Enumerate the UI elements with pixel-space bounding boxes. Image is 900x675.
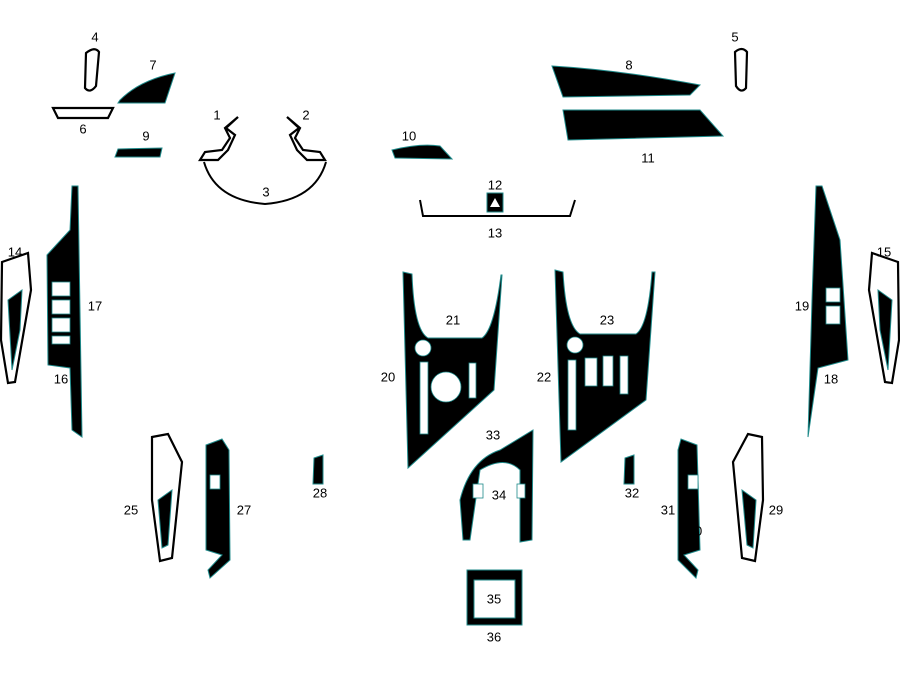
part-30-window: [687, 474, 699, 490]
part-35: [466, 569, 523, 626]
part-33: [459, 429, 534, 543]
label-5: 5: [731, 29, 739, 45]
label-19: 19: [794, 298, 810, 314]
label-4: 4: [91, 29, 99, 45]
label-20: 20: [380, 369, 396, 385]
part-24-slot-4: [619, 355, 629, 395]
label-16: 16: [53, 371, 69, 387]
part-24-slot-3: [602, 355, 614, 387]
label-34: 34: [491, 487, 507, 503]
part-3: [203, 161, 327, 206]
part-9: [114, 147, 163, 158]
label-25: 25: [123, 502, 139, 518]
part-16-window-1: [51, 281, 71, 297]
label-9: 9: [142, 128, 150, 144]
part-21-knob-hole: [430, 371, 462, 403]
label-10: 10: [401, 128, 417, 144]
part-11: [562, 109, 725, 141]
part-18-window-1: [825, 287, 841, 303]
part-16-window-2: [51, 299, 71, 315]
part-31: [677, 438, 701, 579]
part-29-inner: [741, 488, 757, 549]
part-6: [51, 106, 115, 120]
label-1: 1: [213, 107, 221, 123]
label-36: 36: [486, 629, 502, 645]
part-4: [83, 48, 101, 92]
label-17: 17: [87, 298, 103, 314]
label-24: 24: [598, 390, 614, 406]
label-18: 18: [823, 371, 839, 387]
part-2: [286, 116, 327, 162]
label-35: 35: [486, 591, 502, 607]
label-15: 15: [876, 244, 892, 260]
part-14-inner: [7, 288, 23, 371]
part-32: [623, 454, 635, 485]
part-18-window-2: [825, 305, 841, 325]
label-14: 14: [7, 244, 23, 260]
part-34-window-2: [516, 483, 526, 499]
part-8: [551, 65, 702, 98]
label-6: 6: [79, 121, 87, 137]
part-15-inner: [877, 288, 893, 371]
part-10: [391, 144, 454, 160]
part-21-round-hole: [414, 339, 432, 357]
label-12: 12: [487, 177, 503, 193]
part-16-window-3: [51, 317, 71, 333]
label-2: 2: [302, 107, 310, 123]
label-28: 28: [312, 485, 328, 501]
label-30: 30: [687, 523, 703, 539]
part-13: [419, 199, 576, 217]
part-34-window-1: [472, 483, 484, 499]
part-21-slot-left: [419, 361, 429, 435]
part-1: [198, 116, 239, 162]
part-25-inner: [157, 488, 173, 549]
label-22: 22: [536, 369, 552, 385]
part-28: [312, 454, 324, 485]
label-21: 21: [445, 312, 461, 328]
label-33: 33: [485, 427, 501, 443]
label-13: 13: [487, 225, 503, 241]
label-27: 27: [236, 502, 252, 518]
label-7: 7: [149, 57, 157, 73]
label-8: 8: [625, 57, 633, 73]
part-24-slot-2: [584, 357, 598, 387]
part-5: [733, 47, 749, 92]
label-31: 31: [660, 502, 676, 518]
part-26-window: [209, 474, 221, 490]
part-12-triangle: [490, 198, 500, 207]
part-24-slot-1: [567, 359, 577, 431]
label-32: 32: [624, 485, 640, 501]
label-26: 26: [207, 523, 223, 539]
part-21-slot-right: [468, 362, 477, 399]
part-23-round-hole: [566, 336, 584, 354]
label-3: 3: [262, 184, 270, 200]
part-16-window-4: [51, 335, 71, 345]
part-27: [205, 438, 231, 579]
label-11: 11: [641, 150, 655, 166]
label-23: 23: [599, 312, 615, 328]
label-29: 29: [768, 502, 784, 518]
part-7: [117, 72, 176, 104]
